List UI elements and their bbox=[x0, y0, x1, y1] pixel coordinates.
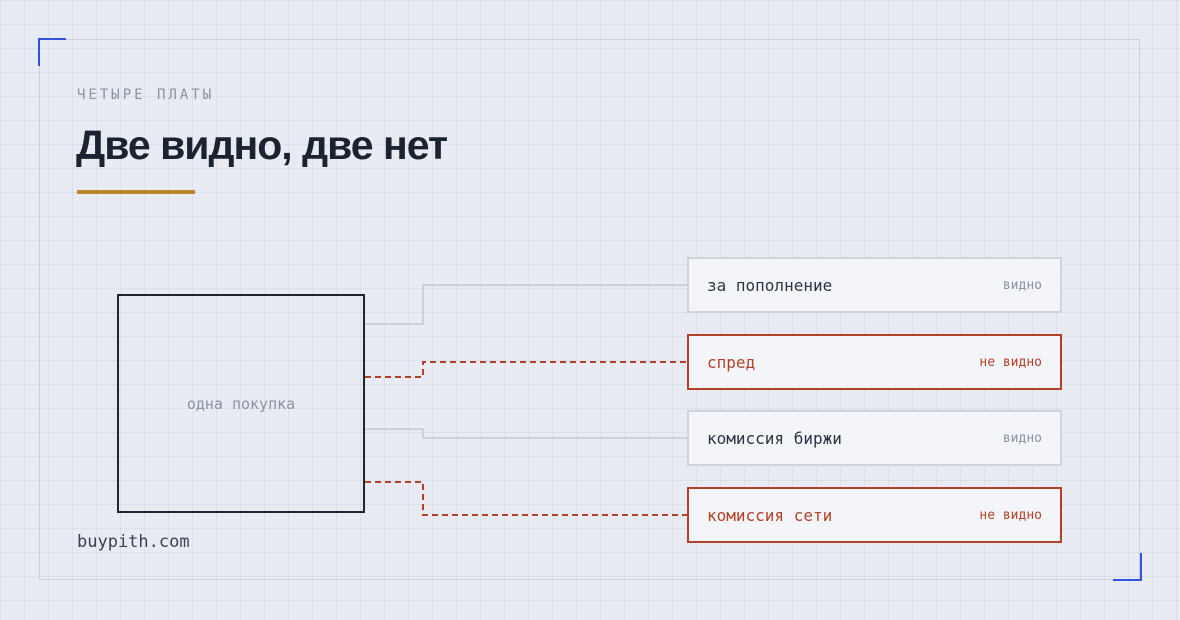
fee-status-badge: не видно bbox=[979, 354, 1042, 370]
source-purchase-box: одна покупка bbox=[117, 294, 365, 513]
connector-fee-3 bbox=[365, 428, 688, 439]
fee-label: спред bbox=[707, 352, 756, 372]
fee-card-exchange-commission: комиссия биржи видно bbox=[687, 410, 1062, 466]
title-accent-rule bbox=[77, 190, 195, 194]
fee-status-badge: не видно bbox=[979, 507, 1042, 523]
fee-card-deposit: за пополнение видно bbox=[687, 257, 1062, 313]
outer-frame bbox=[39, 39, 1140, 580]
connector-fee-2 bbox=[365, 361, 688, 378]
corner-mark-top-left bbox=[38, 38, 66, 66]
fee-label: за пополнение bbox=[707, 275, 833, 295]
connector-fee-4 bbox=[365, 481, 688, 516]
footer-site-link[interactable]: buypith.com bbox=[77, 532, 190, 552]
fee-card-network-commission: комиссия сети не видно bbox=[687, 487, 1062, 543]
fee-status-badge: видно bbox=[1002, 430, 1042, 446]
source-purchase-label: одна покупка bbox=[186, 394, 296, 413]
page-title: Две видно, две нет bbox=[76, 122, 448, 168]
corner-mark-bottom-right bbox=[1113, 553, 1142, 581]
fee-label: комиссия биржи bbox=[707, 428, 842, 448]
fee-status-badge: видно bbox=[1002, 277, 1042, 293]
fee-label: комиссия сети bbox=[707, 505, 833, 525]
eyebrow-label: ЧЕТЫРЕ ПЛАТЫ bbox=[77, 87, 215, 103]
connector-fee-1 bbox=[365, 284, 688, 325]
fee-card-spread: спред не видно bbox=[687, 334, 1062, 390]
